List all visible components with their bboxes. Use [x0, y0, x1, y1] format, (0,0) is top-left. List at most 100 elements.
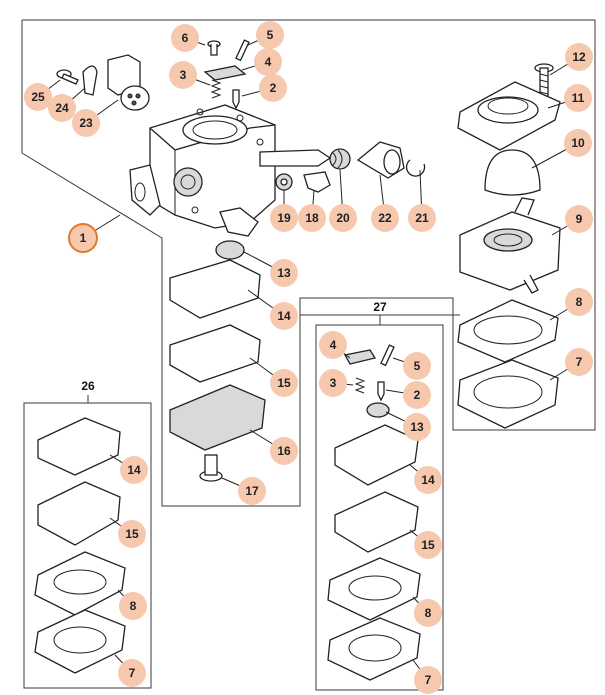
- callout-c8c: 8: [414, 599, 442, 627]
- callout-c23: 23: [72, 109, 100, 137]
- callout-label-c13c: 13: [410, 420, 424, 434]
- callout-circle-c1: [68, 223, 98, 253]
- gasket-14-illustration: [169, 259, 261, 319]
- callout-circle-c15b: [118, 520, 146, 548]
- callout-circle-c3c: [319, 369, 347, 397]
- callout-circle-c4a: [254, 48, 282, 76]
- callout-c13a: 13: [270, 259, 298, 287]
- callout-c9: 9: [565, 205, 593, 233]
- callout-circle-c7r: [565, 348, 593, 376]
- callout-label-c13a: 13: [277, 266, 291, 280]
- part-18-illustration: [303, 171, 331, 193]
- pump-body-9-illustration: [459, 197, 561, 294]
- screw-6-illustration: [207, 40, 221, 56]
- callout-circle-c13c: [403, 413, 431, 441]
- callout-c13c: 13: [403, 413, 431, 441]
- callout-circle-c16: [270, 437, 298, 465]
- throttle-shaft-illustration: [259, 148, 351, 170]
- callout-c10: 10: [564, 129, 592, 157]
- callout-circle-c24: [48, 94, 76, 122]
- callout-circle-c18: [298, 204, 326, 232]
- screw-17-illustration: [199, 454, 223, 482]
- callout-label-c15a: 15: [277, 376, 291, 390]
- callout-label-c12: 12: [572, 50, 586, 64]
- callout-label-c5c: 5: [414, 359, 421, 373]
- callout-circle-c10: [564, 129, 592, 157]
- callout-c19: 19: [270, 204, 298, 232]
- callout-label-c15b: 15: [125, 527, 139, 541]
- diaphragm-8-right-illustration: [457, 299, 559, 363]
- callout-circle-c3a: [169, 61, 197, 89]
- callout-c14b: 14: [120, 456, 148, 484]
- callout-c25: 25: [24, 83, 52, 111]
- callout-label-c14a: 14: [277, 309, 291, 323]
- callout-c16: 16: [270, 437, 298, 465]
- callout-circle-c22: [371, 204, 399, 232]
- callout-circle-c13a: [270, 259, 298, 287]
- callout-circle-c2c: [403, 381, 431, 409]
- callout-label-c4c: 4: [330, 338, 337, 352]
- callout-label-c1: 1: [80, 231, 87, 245]
- callout-circle-c14c: [414, 466, 442, 494]
- callout-c11: 11: [564, 84, 592, 112]
- callout-c4a: 4: [254, 48, 282, 76]
- main-assembly-frame: [21, 19, 596, 507]
- screw-12-illustration: [534, 63, 554, 103]
- callout-c21: 21: [408, 204, 436, 232]
- callout-c12: 12: [565, 43, 593, 71]
- cover-16-illustration: [169, 384, 266, 451]
- callout-label-c7b: 7: [129, 666, 136, 680]
- callout-c22: 22: [371, 204, 399, 232]
- callout-circle-c21: [408, 204, 436, 232]
- callout-label-c25: 25: [31, 90, 45, 104]
- callout-c7r: 7: [565, 348, 593, 376]
- callout-circle-c15c: [414, 531, 442, 559]
- callout-label-c3a: 3: [180, 68, 187, 82]
- callout-circle-c5c: [403, 352, 431, 380]
- gasket-15-illustration: [169, 324, 261, 383]
- callout-c15a: 15: [270, 369, 298, 397]
- callout-label-c14b: 14: [127, 463, 141, 477]
- callout-circle-c8b: [119, 592, 147, 620]
- callout-circle-c14a: [270, 302, 298, 330]
- clip-21-illustration: [405, 159, 426, 177]
- screen-13-illustration: [215, 240, 245, 260]
- screw-25-illustration: [56, 69, 79, 85]
- callout-c2c: 2: [403, 381, 431, 409]
- callout-c17: 17: [238, 477, 266, 505]
- callout-circle-c15a: [270, 369, 298, 397]
- callout-circle-c25: [24, 83, 52, 111]
- callout-c14c: 14: [414, 466, 442, 494]
- callout-c1: 1: [68, 223, 98, 253]
- part-19-illustration: [275, 173, 293, 191]
- kit-26-parts: [34, 417, 126, 674]
- clip-24-illustration: [82, 65, 98, 96]
- callout-c3c: 3: [319, 369, 347, 397]
- callout-circle-c20: [329, 204, 357, 232]
- gasket-7-right-illustration: [457, 359, 559, 429]
- callout-circle-c8r: [565, 288, 593, 316]
- cover-11-illustration: [457, 81, 561, 151]
- callout-label-c6: 6: [182, 31, 189, 45]
- callout-c6: 6: [171, 24, 199, 52]
- lever-4-illustration: [203, 65, 247, 81]
- callout-label-c23: 23: [79, 116, 93, 130]
- callout-c7c: 7: [414, 666, 442, 694]
- needle-2-illustration: [232, 89, 240, 110]
- connector-23-illustration: [107, 54, 150, 111]
- carburetor-body-illustration: [129, 104, 276, 237]
- callout-label-c20: 20: [336, 211, 350, 225]
- kit-27-label: 27: [373, 300, 387, 314]
- callout-label-c7c: 7: [425, 673, 432, 687]
- callout-label-c8b: 8: [130, 599, 137, 613]
- callout-circle-c5a: [256, 21, 284, 49]
- callout-circle-c2a: [259, 74, 287, 102]
- callout-c15b: 15: [118, 520, 146, 548]
- callout-c8b: 8: [119, 592, 147, 620]
- callout-c8r: 8: [565, 288, 593, 316]
- callout-label-c8c: 8: [425, 606, 432, 620]
- callout-label-c3c: 3: [330, 376, 337, 390]
- callout-circle-c19: [270, 204, 298, 232]
- callout-label-c8r: 8: [576, 295, 583, 309]
- callout-circle-c6: [171, 24, 199, 52]
